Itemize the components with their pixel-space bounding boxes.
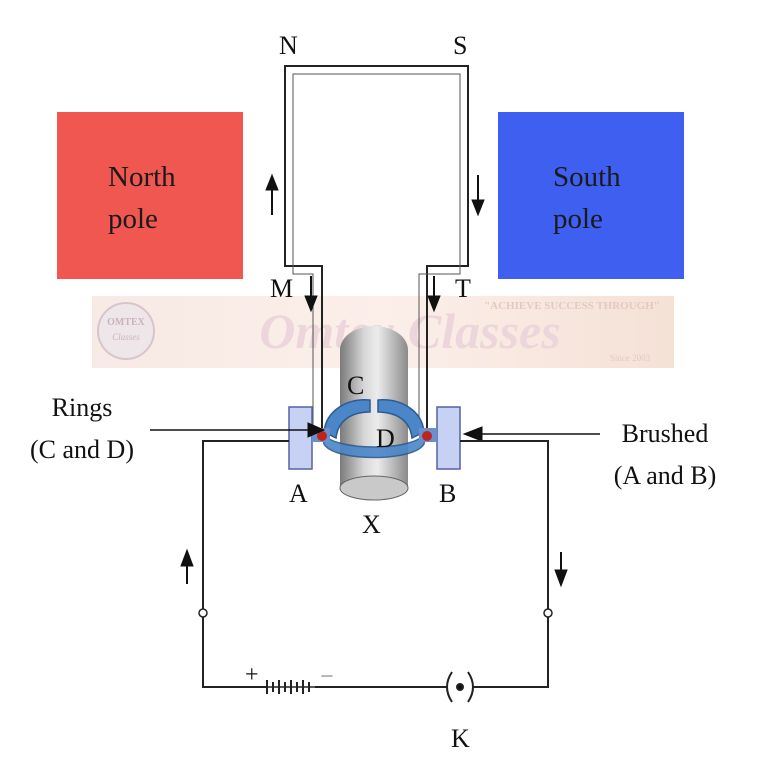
label-s: S (453, 31, 467, 60)
circuit-current-arrows (180, 548, 568, 588)
watermark-tagline: "ACHIEVE SUCCESS THROUGH" (484, 300, 660, 312)
arrow-down-icon (554, 552, 568, 588)
pointer-brushes (462, 426, 600, 442)
label-m: M (270, 274, 293, 303)
watermark-logo-icon (97, 302, 155, 360)
arrow-down-icon (304, 276, 318, 313)
brush-a (288, 406, 313, 470)
arrow-up-icon (265, 173, 279, 215)
north-pole-block (57, 112, 243, 279)
rings-label-line2: (C and D) (30, 435, 134, 464)
label-k: K (451, 724, 470, 753)
south-pole-block (498, 112, 684, 279)
battery-plus: + (245, 662, 259, 688)
ring-d (377, 399, 425, 440)
label-t: T (455, 274, 471, 303)
arrow-down-icon (427, 276, 441, 313)
arrow-up-icon (180, 548, 194, 584)
armature-coil (284, 65, 469, 430)
contact-b (422, 431, 432, 441)
brush-b (436, 406, 461, 470)
key-left-bracket (446, 671, 453, 703)
watermark-brand: Omtex Classes (259, 303, 560, 359)
label-a: A (289, 479, 308, 508)
split-rings (321, 399, 427, 459)
terminal-right (543, 608, 553, 618)
coil-current-arrows (265, 173, 485, 313)
brushes-label-line2: (A and B) (614, 461, 717, 490)
rings-label-line1: Rings (52, 393, 113, 422)
commutator-drum (339, 326, 409, 501)
battery-minus: − (320, 664, 334, 690)
north-pole: North pole (57, 112, 243, 279)
battery (266, 680, 315, 694)
label-d: D (376, 424, 395, 453)
south-pole-label-line2: pole (553, 203, 603, 235)
watermark-logo-top: OMTEX (107, 317, 146, 328)
watermark-logo-bottom: Classes (112, 332, 140, 342)
key-plug-icon (456, 683, 464, 691)
label-n: N (279, 31, 298, 60)
key-switch (446, 671, 474, 703)
external-circuit (202, 440, 549, 688)
ring-bottom (321, 431, 427, 459)
contact-a (317, 431, 327, 441)
north-pole-label-line2: pole (108, 203, 158, 235)
label-x: X (362, 510, 381, 539)
label-c: C (347, 371, 364, 400)
terminal-left (198, 608, 208, 618)
label-b: B (439, 479, 456, 508)
pointer-rings (150, 422, 326, 438)
south-pole: South pole (498, 112, 684, 279)
arrow-down-icon (471, 175, 485, 217)
ring-c (323, 399, 371, 440)
north-pole-label-line1: North (108, 161, 176, 193)
key-right-bracket (467, 671, 474, 703)
south-pole-label-line1: South (553, 161, 621, 193)
brushes-label-line1: Brushed (622, 419, 709, 448)
watermark-since: Since 2003 (610, 353, 651, 363)
